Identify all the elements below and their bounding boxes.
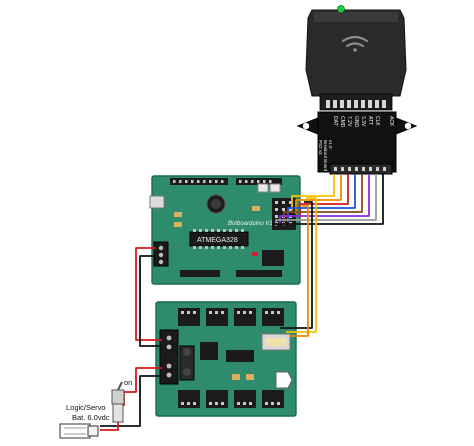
botboarduino-board: Botboarduino V1.2 ATMEGA328 (149, 175, 301, 285)
breakout-pin-labels: DAT CMD 7.2V GND 3.3V ATT CLK ACK PS2 v3… (318, 116, 394, 172)
breakout-header-pins (334, 167, 386, 171)
battery-connector: Logic/Servo Bat. 6.0vdc (59, 403, 110, 439)
pin-label-ack: ACK (388, 116, 394, 127)
wire-yellow (291, 174, 335, 210)
breakout-header (329, 163, 393, 175)
mount-hole-left (302, 122, 310, 130)
wiring (100, 174, 384, 431)
atmega-chip-label: ATMEGA328 (197, 237, 238, 244)
wire-blue (287, 174, 356, 222)
board-name-label: Botboarduino V1.2 (228, 221, 278, 227)
battery-label-line2: Bat. 6.0vdc (72, 413, 110, 422)
ps2-receiver: DAT CMD 7.2V GND 3.3V ATT CLK ACK PS2 v3… (296, 5, 418, 175)
breakout-title: PS2 v3 (318, 140, 323, 155)
breakout-version: v1.0 (328, 140, 333, 149)
wire-serial-black (280, 201, 313, 329)
wire-switch-red (100, 420, 119, 431)
switch-base (112, 403, 124, 423)
breakout-subtitle: Breakout Board (323, 140, 328, 172)
servo-power-terminal (159, 329, 179, 385)
receiver-top-ridge (314, 12, 398, 22)
bottom-header-left (180, 270, 220, 277)
servo-chip-a (200, 342, 218, 360)
pin-label-3v3: 3.3V (360, 116, 366, 127)
pin-label-dat: DAT (332, 116, 338, 126)
wire-battery-black (100, 375, 162, 427)
switch-toggle (117, 381, 123, 391)
switch-body (111, 389, 125, 405)
side-header (262, 250, 284, 266)
pin-label-7v2: 7.2V (346, 116, 352, 127)
wireless-icon (341, 35, 369, 52)
battery-label-line1: Logic/Servo (66, 403, 106, 412)
switch-on-label: on (124, 378, 132, 387)
wire-black-gnd (272, 174, 384, 225)
wire-red-signal (299, 174, 349, 218)
servo-chip-b (226, 350, 254, 362)
db9-connector (275, 371, 293, 389)
pin-label-gnd: GND (353, 116, 359, 128)
pin-label-clk: CLK (374, 116, 380, 126)
button-b (269, 183, 281, 193)
pin-label-cmd: CMD (339, 116, 345, 128)
bottom-header-right (236, 270, 282, 277)
wire-gray (275, 174, 377, 226)
receiver-neck-pins (326, 100, 386, 108)
wire-serial-orange (290, 205, 309, 337)
wire-logic-black (139, 255, 162, 347)
wire-serial-yellow (286, 197, 317, 333)
wire-orange (295, 174, 342, 214)
receiver-body (305, 9, 407, 97)
wire-brown (283, 174, 363, 226)
usb-connector (149, 195, 165, 209)
mount-hole-right (404, 122, 412, 130)
servo-controller-board (155, 301, 297, 417)
wire-logic-red (135, 247, 162, 341)
top-header-pins (173, 180, 272, 183)
chip-pins (193, 229, 244, 249)
button-a (257, 183, 269, 193)
receiver-led (337, 5, 345, 13)
power-switch: on (111, 378, 132, 423)
pin-label-att: ATT (367, 116, 373, 125)
battery-plug (59, 423, 91, 439)
